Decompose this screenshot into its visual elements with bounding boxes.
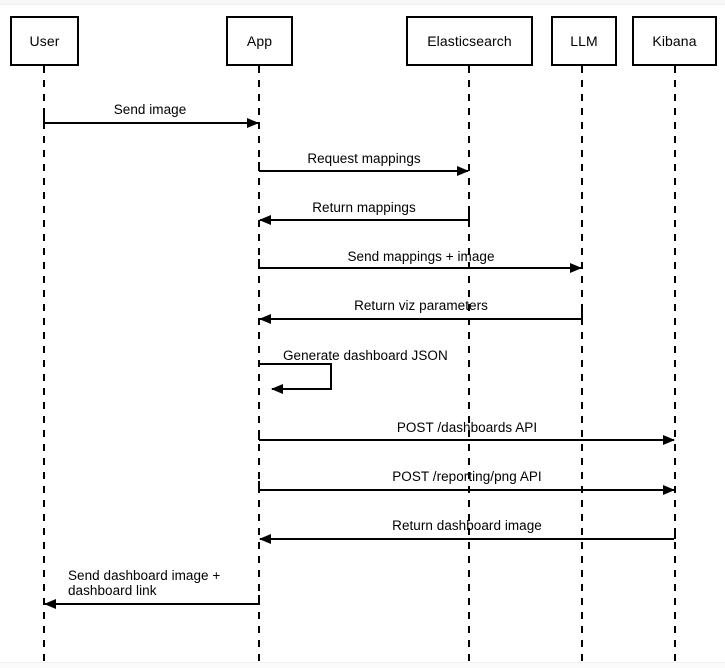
message-label-m8: POST /reporting/png API (392, 469, 542, 484)
message-self-m6 (259, 363, 332, 394)
message-label-m1: Send image (113, 102, 187, 117)
message-label-m5: Return viz parameters (354, 298, 488, 313)
message-label-m10: Send dashboard image + dashboard link (68, 568, 221, 598)
participant-label-user: User (29, 33, 60, 49)
message-label-m9: Return dashboard image (392, 518, 542, 533)
message-label-m6: Generate dashboard JSON (283, 348, 448, 363)
participant-label-llm: LLM (570, 33, 598, 49)
participant-label-app: App (246, 33, 273, 49)
participant-label-elasticsearch: Elasticsearch (427, 33, 512, 49)
message-label-m2: Request mappings (307, 151, 421, 166)
participant-box-kibana[interactable]: Kibana (632, 16, 717, 66)
canvas-bottom-edge (0, 662, 725, 668)
canvas-top-edge (0, 0, 725, 5)
participant-box-llm[interactable]: LLM (551, 16, 617, 66)
message-label-m4: Send mappings + image (347, 249, 495, 264)
message-label-m3: Return mappings (312, 200, 416, 215)
messages-group (43, 114, 676, 609)
participant-box-app[interactable]: App (226, 16, 293, 66)
participant-box-user[interactable]: User (10, 16, 79, 66)
participant-label-kibana: Kibana (652, 33, 697, 49)
message-label-m7: POST /dashboards API (396, 420, 538, 435)
participant-box-elasticsearch[interactable]: Elasticsearch (406, 16, 533, 66)
